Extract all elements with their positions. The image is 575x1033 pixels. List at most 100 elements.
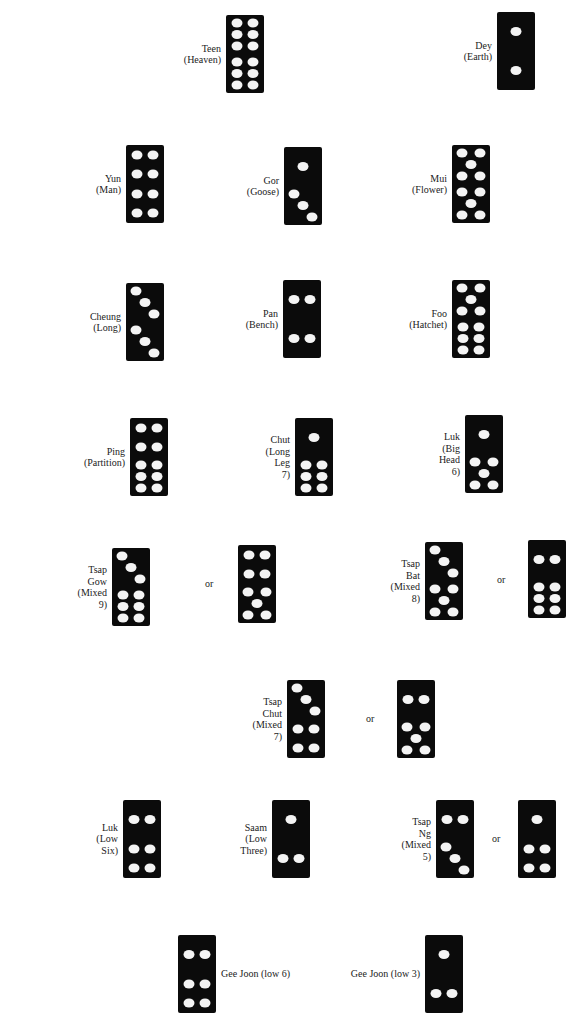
domino-face bbox=[465, 415, 503, 493]
domino-pip bbox=[430, 546, 441, 555]
domino-pip bbox=[466, 160, 477, 169]
domino-tile bbox=[272, 800, 310, 878]
domino-pip bbox=[232, 19, 243, 28]
domino-tile bbox=[465, 415, 503, 493]
domino-tile bbox=[123, 800, 161, 878]
domino-pip bbox=[466, 295, 477, 304]
domino-face bbox=[178, 935, 216, 1013]
domino-tile bbox=[112, 548, 150, 626]
domino-pip bbox=[305, 295, 316, 304]
domino-pip bbox=[134, 602, 145, 611]
domino-pip bbox=[134, 591, 145, 600]
domino-pip bbox=[243, 611, 254, 620]
domino-pip bbox=[129, 815, 140, 824]
domino-pip bbox=[118, 602, 129, 611]
domino-tile: Teen (Heaven) bbox=[226, 15, 264, 93]
domino-pip bbox=[136, 424, 147, 433]
domino-pip bbox=[301, 484, 312, 493]
domino-pip bbox=[534, 594, 545, 603]
domino-tile bbox=[126, 283, 164, 361]
domino-pip bbox=[152, 424, 163, 433]
domino-pip bbox=[475, 284, 486, 293]
domino-tile bbox=[226, 15, 264, 93]
domino-pip bbox=[252, 599, 263, 608]
domino-pip bbox=[402, 746, 413, 755]
domino-pip bbox=[511, 27, 522, 36]
domino-pip bbox=[140, 337, 151, 346]
domino-face bbox=[284, 147, 322, 225]
domino-pip bbox=[550, 606, 561, 615]
domino-pip bbox=[152, 443, 163, 452]
domino-pip bbox=[248, 42, 259, 51]
domino-face bbox=[287, 680, 325, 758]
domino-pip bbox=[540, 864, 551, 873]
domino-pip bbox=[289, 334, 300, 343]
domino-pip bbox=[420, 723, 431, 732]
domino-pip bbox=[475, 211, 486, 220]
domino-pip bbox=[317, 472, 328, 481]
domino-pip bbox=[200, 999, 211, 1008]
domino-pip bbox=[474, 323, 485, 332]
domino-pip bbox=[298, 201, 309, 210]
tile-name: Tsap Bat (Mixed 8) bbox=[391, 558, 420, 604]
domino-tile bbox=[130, 418, 168, 496]
domino-pip bbox=[470, 481, 481, 490]
domino-pip bbox=[232, 30, 243, 39]
domino-pip bbox=[129, 864, 140, 873]
domino-tile: Dey (Earth) bbox=[497, 12, 535, 90]
domino-pip bbox=[152, 484, 163, 493]
domino-pip bbox=[431, 989, 442, 998]
domino-pip bbox=[458, 815, 469, 824]
domino-pip bbox=[261, 588, 272, 597]
domino-pip bbox=[402, 723, 413, 732]
domino-pip bbox=[448, 585, 459, 594]
domino-tile: Chut (Long Leg 7) bbox=[295, 418, 333, 496]
domino-pip bbox=[232, 81, 243, 90]
domino-pip bbox=[145, 815, 156, 824]
or-label: or bbox=[205, 578, 213, 590]
domino-pip bbox=[129, 845, 140, 854]
domino-tile: Tsap Bat (Mixed 8) bbox=[425, 542, 463, 620]
domino-tile bbox=[178, 935, 216, 1013]
domino-pip bbox=[243, 588, 254, 597]
domino-face bbox=[126, 283, 164, 361]
tile-name: Tsap Ng (Mixed 5) bbox=[402, 816, 431, 862]
domino-pip bbox=[309, 744, 320, 753]
domino-pip bbox=[309, 433, 320, 442]
domino-pip bbox=[136, 443, 147, 452]
domino-pip bbox=[152, 461, 163, 470]
domino-pip bbox=[278, 854, 289, 863]
domino-pip bbox=[286, 815, 297, 824]
domino-tile: Cheung (Long) bbox=[126, 283, 164, 361]
domino-tile: Saam (Low Three) bbox=[272, 800, 310, 878]
tile-name: Gor (Goose) bbox=[247, 175, 279, 198]
tile-name: Cheung (Long) bbox=[90, 311, 121, 334]
domino-pip bbox=[145, 845, 156, 854]
or-label: or bbox=[497, 574, 505, 586]
domino-face bbox=[130, 418, 168, 496]
tile-name: Teen (Heaven) bbox=[184, 43, 221, 66]
tile-name: Foo (Hatchet) bbox=[409, 308, 447, 331]
domino-pip bbox=[135, 575, 146, 584]
domino-pip bbox=[184, 980, 195, 989]
domino-pip bbox=[305, 334, 316, 343]
domino-tile bbox=[283, 280, 321, 358]
domino-pip bbox=[457, 284, 468, 293]
domino-tile: Yun (Man) bbox=[126, 145, 164, 223]
domino-pip bbox=[466, 199, 477, 208]
domino-pip bbox=[457, 188, 468, 197]
domino-pip bbox=[117, 552, 128, 561]
tile-name: Gee Joon (low 3) bbox=[351, 968, 420, 980]
domino-pip bbox=[448, 569, 459, 578]
domino-pip bbox=[131, 326, 142, 335]
domino-pip bbox=[540, 845, 551, 854]
domino-face bbox=[123, 800, 161, 878]
domino-face bbox=[497, 12, 535, 90]
domino-pip bbox=[475, 149, 486, 158]
domino-tile bbox=[295, 418, 333, 496]
domino-tile: Mui (Flower) bbox=[452, 145, 490, 223]
domino-pip bbox=[550, 594, 561, 603]
domino-pip bbox=[403, 695, 414, 704]
tile-name: Pan (Bench) bbox=[246, 308, 278, 331]
domino-pip bbox=[479, 469, 490, 478]
